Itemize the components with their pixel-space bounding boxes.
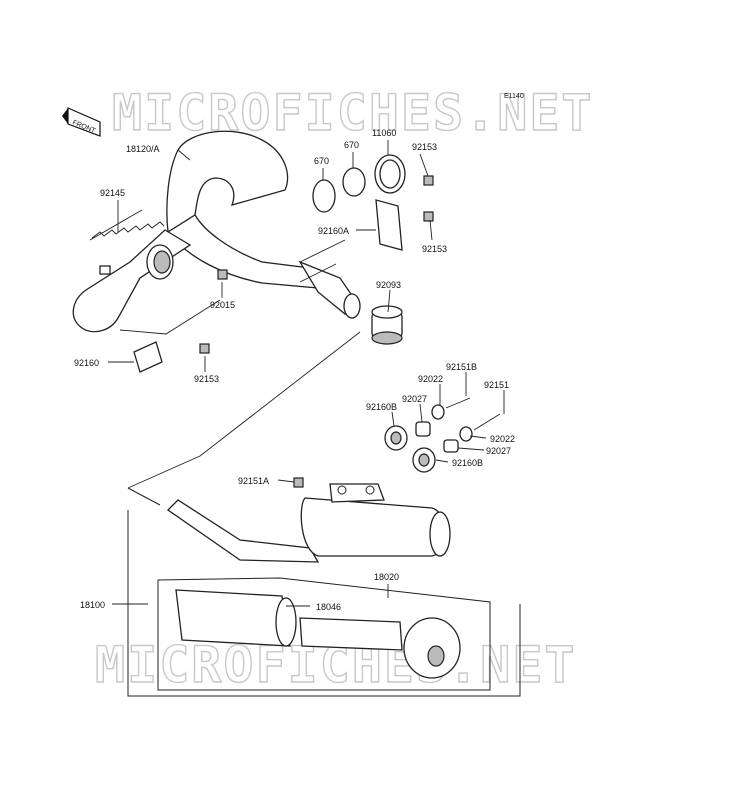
grommet-92160b-b (412, 447, 436, 473)
label-92093: 92093 (376, 280, 401, 290)
bracket-92160a (375, 199, 403, 251)
watermark-top: MICROFICHES.NET (112, 84, 594, 142)
label-92151: 92151 (484, 380, 509, 390)
label-92151b: 92151B (446, 362, 477, 372)
frame-18020 (157, 577, 491, 691)
grommet-92160b-a (384, 425, 408, 451)
label-92022-b: 92022 (490, 434, 515, 444)
spring-92145 (89, 209, 165, 241)
label-92022-a: 92022 (418, 374, 443, 384)
frame-link (127, 487, 161, 506)
washer-92022-b (459, 426, 473, 442)
o-ring-670-a (312, 179, 336, 213)
label-92015: 92015 (210, 300, 235, 310)
label-92160b-a: 92160B (366, 402, 397, 412)
label-92153-a: 92153 (412, 142, 437, 152)
label-92145: 92145 (100, 188, 125, 198)
label-92151a: 92151A (238, 476, 269, 486)
bolt-92151b-shank (445, 397, 471, 409)
bolt-92153-a (423, 175, 434, 186)
bracket-92160 (133, 341, 163, 373)
gasket-11060 (374, 154, 406, 194)
label-92153-c: 92153 (194, 374, 219, 384)
collar-92027-a (415, 421, 431, 437)
bolt-92151-shank (473, 413, 501, 431)
washer-92022-a (431, 404, 445, 420)
muffler-18100 (166, 483, 451, 563)
bolt-92153-b (423, 211, 434, 222)
leader-lines (108, 140, 505, 607)
bolt-92153-c (199, 343, 210, 354)
exhaust-pipe (72, 130, 361, 333)
part-labels: 18120/A 92145 670 670 11060 92153 92160A… (74, 128, 515, 612)
diagram-code: E1140 (504, 93, 524, 100)
label-670-a: 670 (314, 156, 329, 166)
collar-92027-b (443, 439, 459, 453)
label-18046: 18046 (316, 602, 341, 612)
front-arrow-icon: FRONT (62, 107, 101, 137)
label-11060: 11060 (372, 128, 396, 138)
o-ring-670-b (342, 167, 366, 197)
frame-18100 (127, 510, 521, 697)
label-18100: 18100 (80, 600, 105, 610)
muffler-inner-18020 (175, 589, 461, 679)
bolt-92015 (217, 269, 228, 280)
label-670-b: 670 (344, 140, 359, 150)
label-18020: 18020 (374, 572, 399, 582)
label-92153-b: 92153 (422, 244, 447, 254)
label-92027-a: 92027 (402, 394, 427, 404)
damper-92093 (371, 305, 403, 345)
label-18120a: 18120/A (126, 144, 160, 154)
label-92160: 92160 (74, 358, 99, 368)
label-92027-b: 92027 (486, 446, 511, 456)
bolt-92151a (293, 477, 304, 488)
label-92160a: 92160A (318, 226, 349, 236)
label-92160b-b: 92160B (452, 458, 483, 468)
